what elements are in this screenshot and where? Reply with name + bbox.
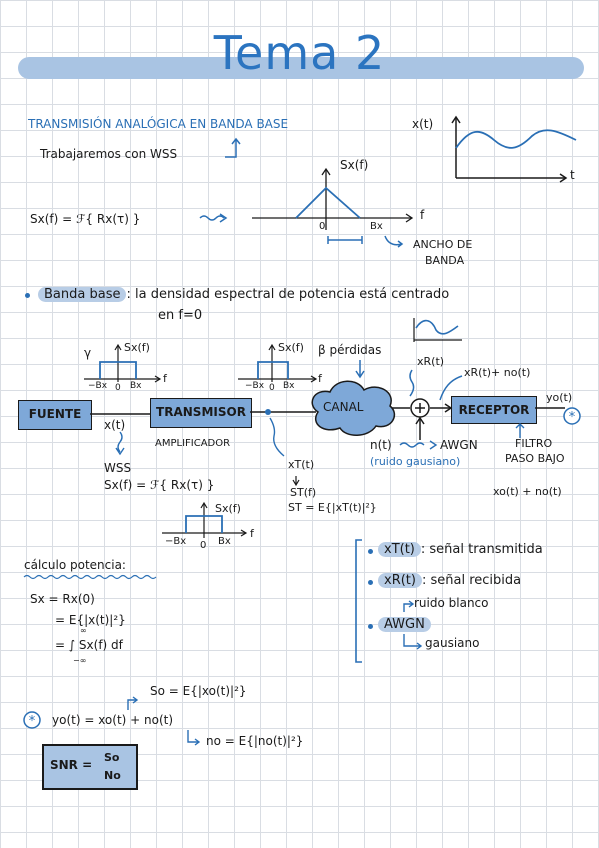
sx-label: Sx(f) [340,158,369,172]
svg-text:*: * [29,714,36,729]
xt-transmit-label: xT(t) [288,458,315,471]
legend-desc-xt: : señal transmitida [420,542,543,557]
neg-bx-1: −Bx [88,381,108,391]
amplificador-label: AMPLIFICADOR [155,438,231,449]
neg-bx-2: −Bx [245,381,265,391]
banda-base-line: Banda base: la densidad espectral de pot… [38,287,449,302]
yo-label: yo(t) [546,391,573,404]
banda-base-def-2: en f=0 [158,308,203,323]
wss-note: Trabajaremos con WSS [40,147,178,161]
legend-dot-1 [368,549,373,554]
fuente-block: FUENTE [18,400,92,430]
bx-2: Bx [283,381,295,391]
legend-dot-3 [368,624,373,629]
legend-dot-2 [368,580,373,585]
bx-3: Bx [218,536,231,547]
f-2: f [318,372,322,385]
yo-equation: yo(t) = xo(t) + no(t) [52,713,174,727]
potencia-line-2: = E{|x(t)|²} [55,613,126,627]
legend-term-awgn: AWGN [378,617,431,632]
filtro-label: FILTRO [515,437,553,450]
f-axis-label: f [420,208,425,222]
page-title: Tema 2 [213,26,386,80]
zero-3: 0 [200,540,207,551]
sx-diagram-def: Sx(f) = ℱ{ Rx(τ) } [104,478,215,492]
legend-term-xr: xR(t) [378,573,422,588]
so-def: So = E{|xo(t)|²} [150,684,247,698]
sx2-label: Sx(f) [278,341,304,354]
integral-lower: −∞ [73,656,87,665]
potencia-line-3: = ∫ Sx(f) df [55,638,123,652]
zero-2: 0 [269,383,275,393]
sx-definition: Sx(f) = ℱ{ Rx(τ) } [30,212,141,226]
bullet-dot [25,293,30,298]
bx-1: Bx [130,381,142,391]
potencia-line-1: Sx = Rx(0) [30,592,95,606]
xt-label: x(t) [412,117,434,131]
st-label: ST(f) [290,486,317,499]
zero-1: 0 [115,383,121,393]
snr-denominator: No [104,769,121,782]
neg-bx-3: −Bx [165,536,187,547]
svg-text:*: * [569,410,576,425]
bx-label: Bx [370,221,383,232]
potencia-heading: cálculo potencia: [24,558,126,572]
section-heading: TRANSMISIÓN ANALÓGICA EN BANDA BASE [28,117,289,131]
zero-label: 0 [319,221,326,232]
title-highlight [18,57,584,79]
perdidas-label: β pérdidas [318,343,382,357]
legend-desc-xr: : señal recibida [421,573,522,588]
sx1-label: Sx(f) [124,341,150,354]
t-axis-label: t [570,168,575,182]
snr-numerator: So [104,751,120,764]
f-1: f [163,372,167,385]
banda-base-def: : la densidad espectral de potencia está… [126,287,450,302]
legend-term-xt: xT(t) [378,542,421,557]
xo-plus-n-label: xo(t) + no(t) [493,485,562,498]
legend-item-awgn: AWGN [378,617,431,632]
awgn-label: AWGN [440,438,478,452]
transmisor-block: TRANSMISOR [150,398,252,428]
ruido-gausiano-label: (ruido gausiano) [370,455,461,468]
st-def: ST = E{|xT(t)|²} [288,501,377,514]
nt-label: n(t) [370,438,392,452]
snr-box [42,744,138,790]
xr-label: xR(t) [417,355,445,368]
f-3: f [250,527,254,540]
legend-item-xt: xT(t): señal transmitida [378,542,543,557]
banda-base-term: Banda base [38,287,127,302]
ancho-label: ANCHO DE [413,238,473,251]
paso-bajo-label: PASO BAJO [505,452,565,465]
integral-upper: ∞ [80,626,87,635]
gausiano-label: gausiano [425,636,480,650]
snr-label: SNR = [50,758,93,772]
gamma-label: γ [84,346,92,360]
xr-plus-n-label: xR(t)+ no(t) [464,366,531,379]
sx3-label: Sx(f) [215,502,241,515]
receptor-block: RECEPTOR [451,396,537,424]
canal-label: CANAL [323,400,364,414]
wss-label: WSS [104,461,132,475]
no-def: no = E{|no(t)|²} [206,734,304,748]
xt-diagram-label: x(t) [104,418,126,432]
ruido-blanco-label: ruido blanco [414,596,489,610]
legend-item-xr: xR(t): señal recibida [378,573,521,588]
banda-label: BANDA [425,254,465,267]
